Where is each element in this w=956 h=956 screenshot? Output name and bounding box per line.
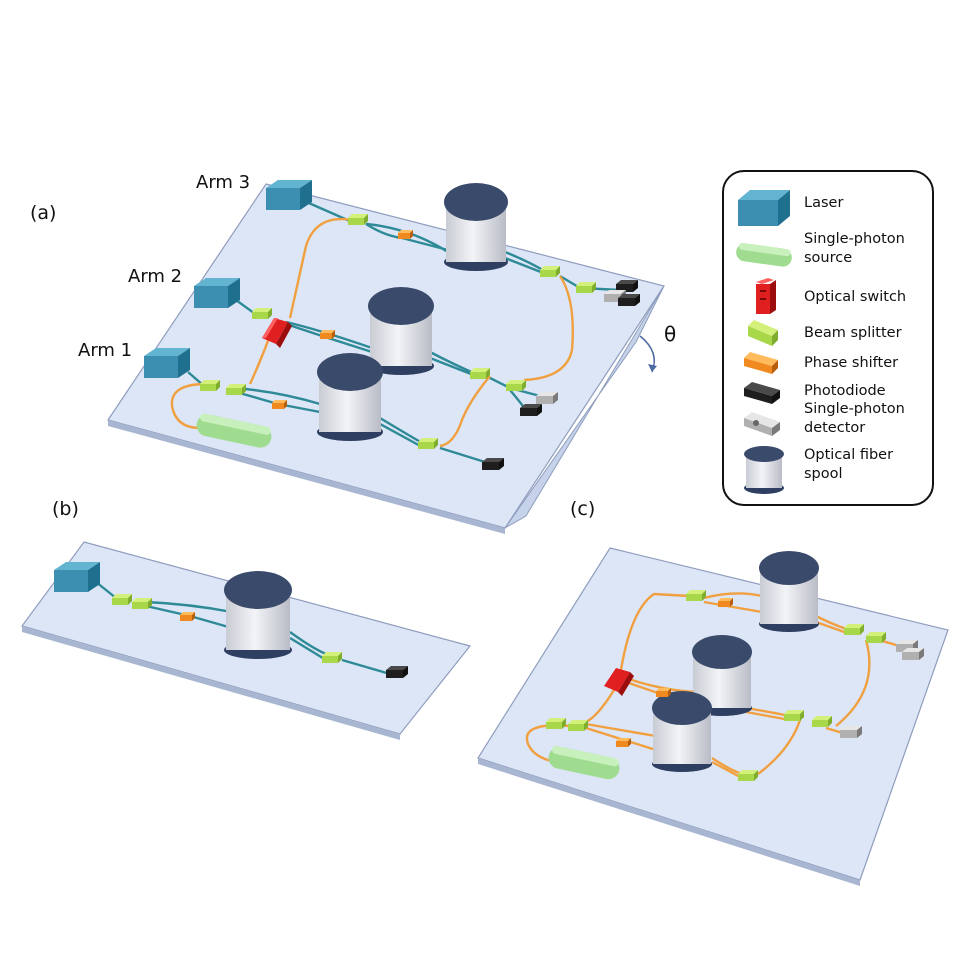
beam-splitter-icon	[506, 380, 526, 391]
arm3-label: Arm 3	[196, 172, 251, 193]
photodiode-icon	[482, 458, 504, 470]
panel-b-diagram	[21, 541, 472, 740]
beam-splitter-icon	[112, 594, 132, 605]
laser-arm1-icon	[144, 348, 190, 378]
arm1-label: Arm 1	[78, 340, 133, 361]
single-photon-detector-icon	[902, 648, 924, 660]
beam-splitter-icon	[568, 720, 588, 731]
fiber-spool-c3	[759, 551, 819, 632]
laser-icon	[738, 190, 790, 226]
optical-switch-icon	[262, 318, 292, 348]
single-photon-detector-icon	[744, 412, 780, 436]
beam-splitter-icon	[540, 266, 560, 277]
beam-splitter-icon	[200, 380, 220, 391]
panel-label-c: (c)	[570, 498, 596, 520]
beam-splitter-icon	[226, 384, 246, 395]
optical-switch-icon	[756, 278, 776, 314]
panel-label-a: (a)	[30, 202, 57, 224]
optical-fiber-spool-icon	[744, 446, 784, 494]
fiber-spool-a1	[317, 353, 383, 441]
beam-splitter-icon	[470, 368, 490, 379]
photodiode-icon	[744, 382, 780, 404]
photodiode-icon	[386, 666, 408, 678]
beam-splitter-icon	[132, 598, 152, 609]
phase-shifter-icon	[744, 352, 778, 374]
beam-splitter-icon	[844, 624, 864, 635]
fiber-spool-a3	[444, 183, 508, 271]
beam-splitter-icon	[322, 652, 342, 663]
phase-shifter-icon	[272, 400, 287, 409]
beam-splitter-icon	[348, 214, 368, 225]
phase-shifter-icon	[398, 230, 413, 239]
single-photon-detector-icon	[840, 726, 862, 738]
panel-label-b: (b)	[52, 498, 79, 520]
beam-splitter-icon	[748, 320, 778, 346]
phase-shifter-icon	[718, 598, 733, 607]
phase-shifter-icon	[656, 688, 671, 697]
fiber-spool-a2	[368, 287, 434, 375]
beam-splitter-icon	[866, 632, 886, 643]
phase-shifter-icon	[180, 612, 195, 621]
single-photon-source-icon	[548, 745, 620, 780]
photodiode-icon	[520, 404, 542, 416]
beam-splitter-icon	[784, 710, 804, 721]
phase-shifter-icon	[320, 330, 335, 339]
single-photon-source-icon	[736, 242, 792, 267]
optical-switch-icon	[604, 668, 634, 696]
fiber-spool-c1	[652, 691, 712, 772]
panel-a-diagram	[107, 180, 665, 534]
single-photon-detector-icon	[536, 392, 558, 404]
laser-arm3-icon	[266, 180, 312, 210]
arm2-label: Arm 2	[128, 266, 183, 287]
beam-splitter-icon	[546, 718, 566, 729]
beam-splitter-icon	[738, 770, 758, 781]
laser-icon	[54, 562, 100, 592]
beam-splitter-icon	[576, 282, 596, 293]
laser-arm2-icon	[194, 278, 240, 308]
beam-splitter-icon	[418, 438, 438, 449]
legend-box: Laser Single-photon source Optical switc…	[722, 170, 934, 506]
angle-theta-label: θ	[664, 322, 677, 346]
beam-splitter-icon	[252, 308, 272, 319]
photodiode-icon	[618, 294, 640, 306]
beam-splitter-icon	[686, 590, 706, 601]
panel-c-diagram	[477, 547, 949, 886]
beam-splitter-icon	[812, 716, 832, 727]
phase-shifter-icon	[616, 738, 631, 747]
fiber-spool-b	[224, 571, 292, 659]
single-photon-source-icon	[196, 413, 272, 448]
